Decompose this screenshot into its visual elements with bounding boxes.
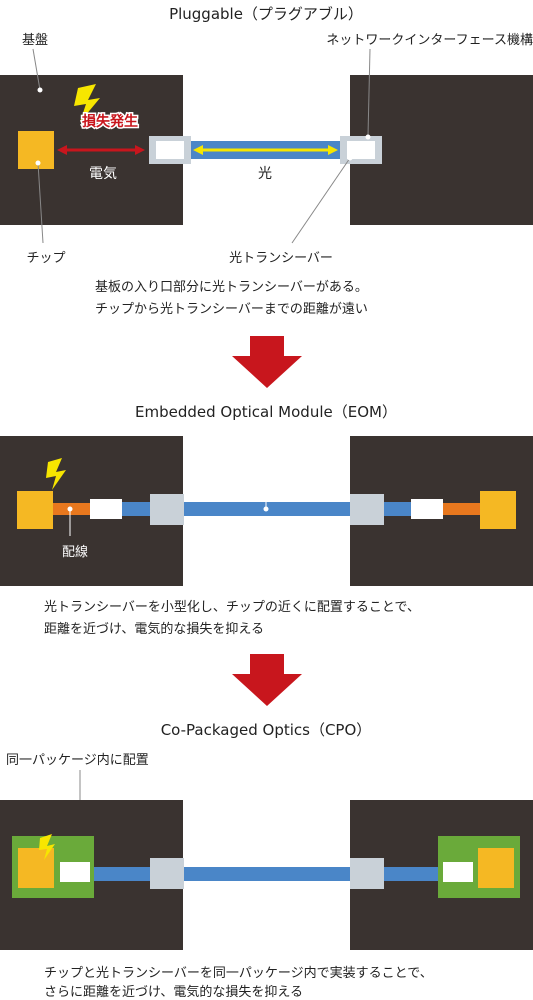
nic-label: ネットワークインターフェース機構 [326,33,533,48]
transceiver-label: 光トランシーバー [229,251,333,266]
section1-title: Pluggable（プラグアブル） [169,5,363,23]
optical-fiber-cpo [92,867,442,881]
fiber-label: 光ファイバー [225,448,303,463]
connector-right-cpo [350,858,384,889]
chip-2-left [17,491,53,529]
chip-2-right [480,491,516,529]
lightning-icon [46,458,66,490]
connector-left-cpo [150,858,184,889]
package-label: 同一パッケージ内に配置 [6,752,149,768]
light-label: 光 [258,166,272,182]
electric-label: 電気 [89,166,117,182]
module-left [90,499,122,519]
section1-desc-line2: チップから光トランシーバーまでの距離が遠い [95,302,368,317]
chip-3-right [478,848,514,888]
section3-desc-line2: さらに距離を近づけ、電気的な損失を抑える [44,984,303,1000]
chip-label: チップ [26,251,65,266]
wiring-label: 配線 [62,544,88,560]
chip-3-left [18,848,54,888]
lightning-icon [74,84,100,122]
wiring-right [441,503,481,515]
section2-desc-line1: 光トランシーバーを小型化し、チップの近くに配置することで、 [44,600,420,615]
module-left-cpo [60,862,90,882]
section3-title: Co-Packaged Optics（CPO） [161,721,372,739]
section1-desc-line1: 基板の入り口部分に光トランシーバーがある。 [95,280,368,295]
lightning-icon [39,834,55,860]
connector-left [150,494,184,525]
substrate-label: 基盤 [22,33,48,48]
module-right-cpo [443,862,473,882]
section3-desc-line1: チップと光トランシーバーを同一パッケージ内で実装することで、 [44,965,433,981]
section2-desc-line2: 距離を近づけ、電気的な損失を抑える [44,621,264,637]
loss-label: 損失発生 [82,113,138,130]
down-arrow-icon [232,336,302,388]
connector-right [350,494,384,525]
down-arrow-icon [232,654,302,706]
module-right [411,499,443,519]
section2-title: Embedded Optical Module（EOM） [135,403,397,421]
